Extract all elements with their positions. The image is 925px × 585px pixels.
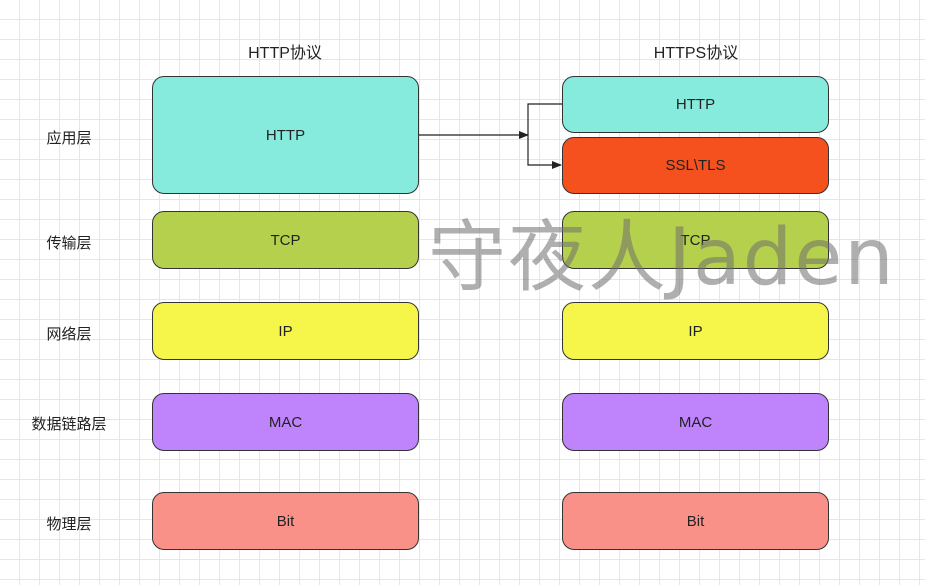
https-ssl-tls-box: SSL\TLS — [562, 137, 829, 194]
layer-label-transport: 传输层 — [46, 235, 92, 252]
layer-label-datalink: 数据链路层 — [31, 416, 107, 433]
https-transport-box: TCP — [562, 211, 829, 269]
http-physical-box: Bit — [152, 492, 419, 550]
https-column-title: HTTPS协议 — [653, 45, 739, 62]
https-network-box: IP — [562, 302, 829, 360]
http-network-box: IP — [152, 302, 419, 360]
watermark: 守夜人Jaden — [428, 213, 896, 303]
layer-label-application: 应用层 — [46, 130, 92, 147]
https-http-box: HTTP — [562, 76, 829, 133]
layer-label-physical: 物理层 — [46, 516, 92, 533]
https-physical-box: Bit — [562, 492, 829, 550]
https-datalink-box: MAC — [562, 393, 829, 451]
layer-label-network: 网络层 — [46, 326, 92, 343]
http-application-box: HTTP — [152, 76, 419, 194]
arrow-branch-to-ssl-tls — [527, 135, 562, 169]
http-datalink-box: MAC — [152, 393, 419, 451]
http-transport-box: TCP — [152, 211, 419, 269]
arrow-branch-to-http — [527, 103, 562, 135]
http-column-title: HTTP协议 — [248, 45, 322, 62]
